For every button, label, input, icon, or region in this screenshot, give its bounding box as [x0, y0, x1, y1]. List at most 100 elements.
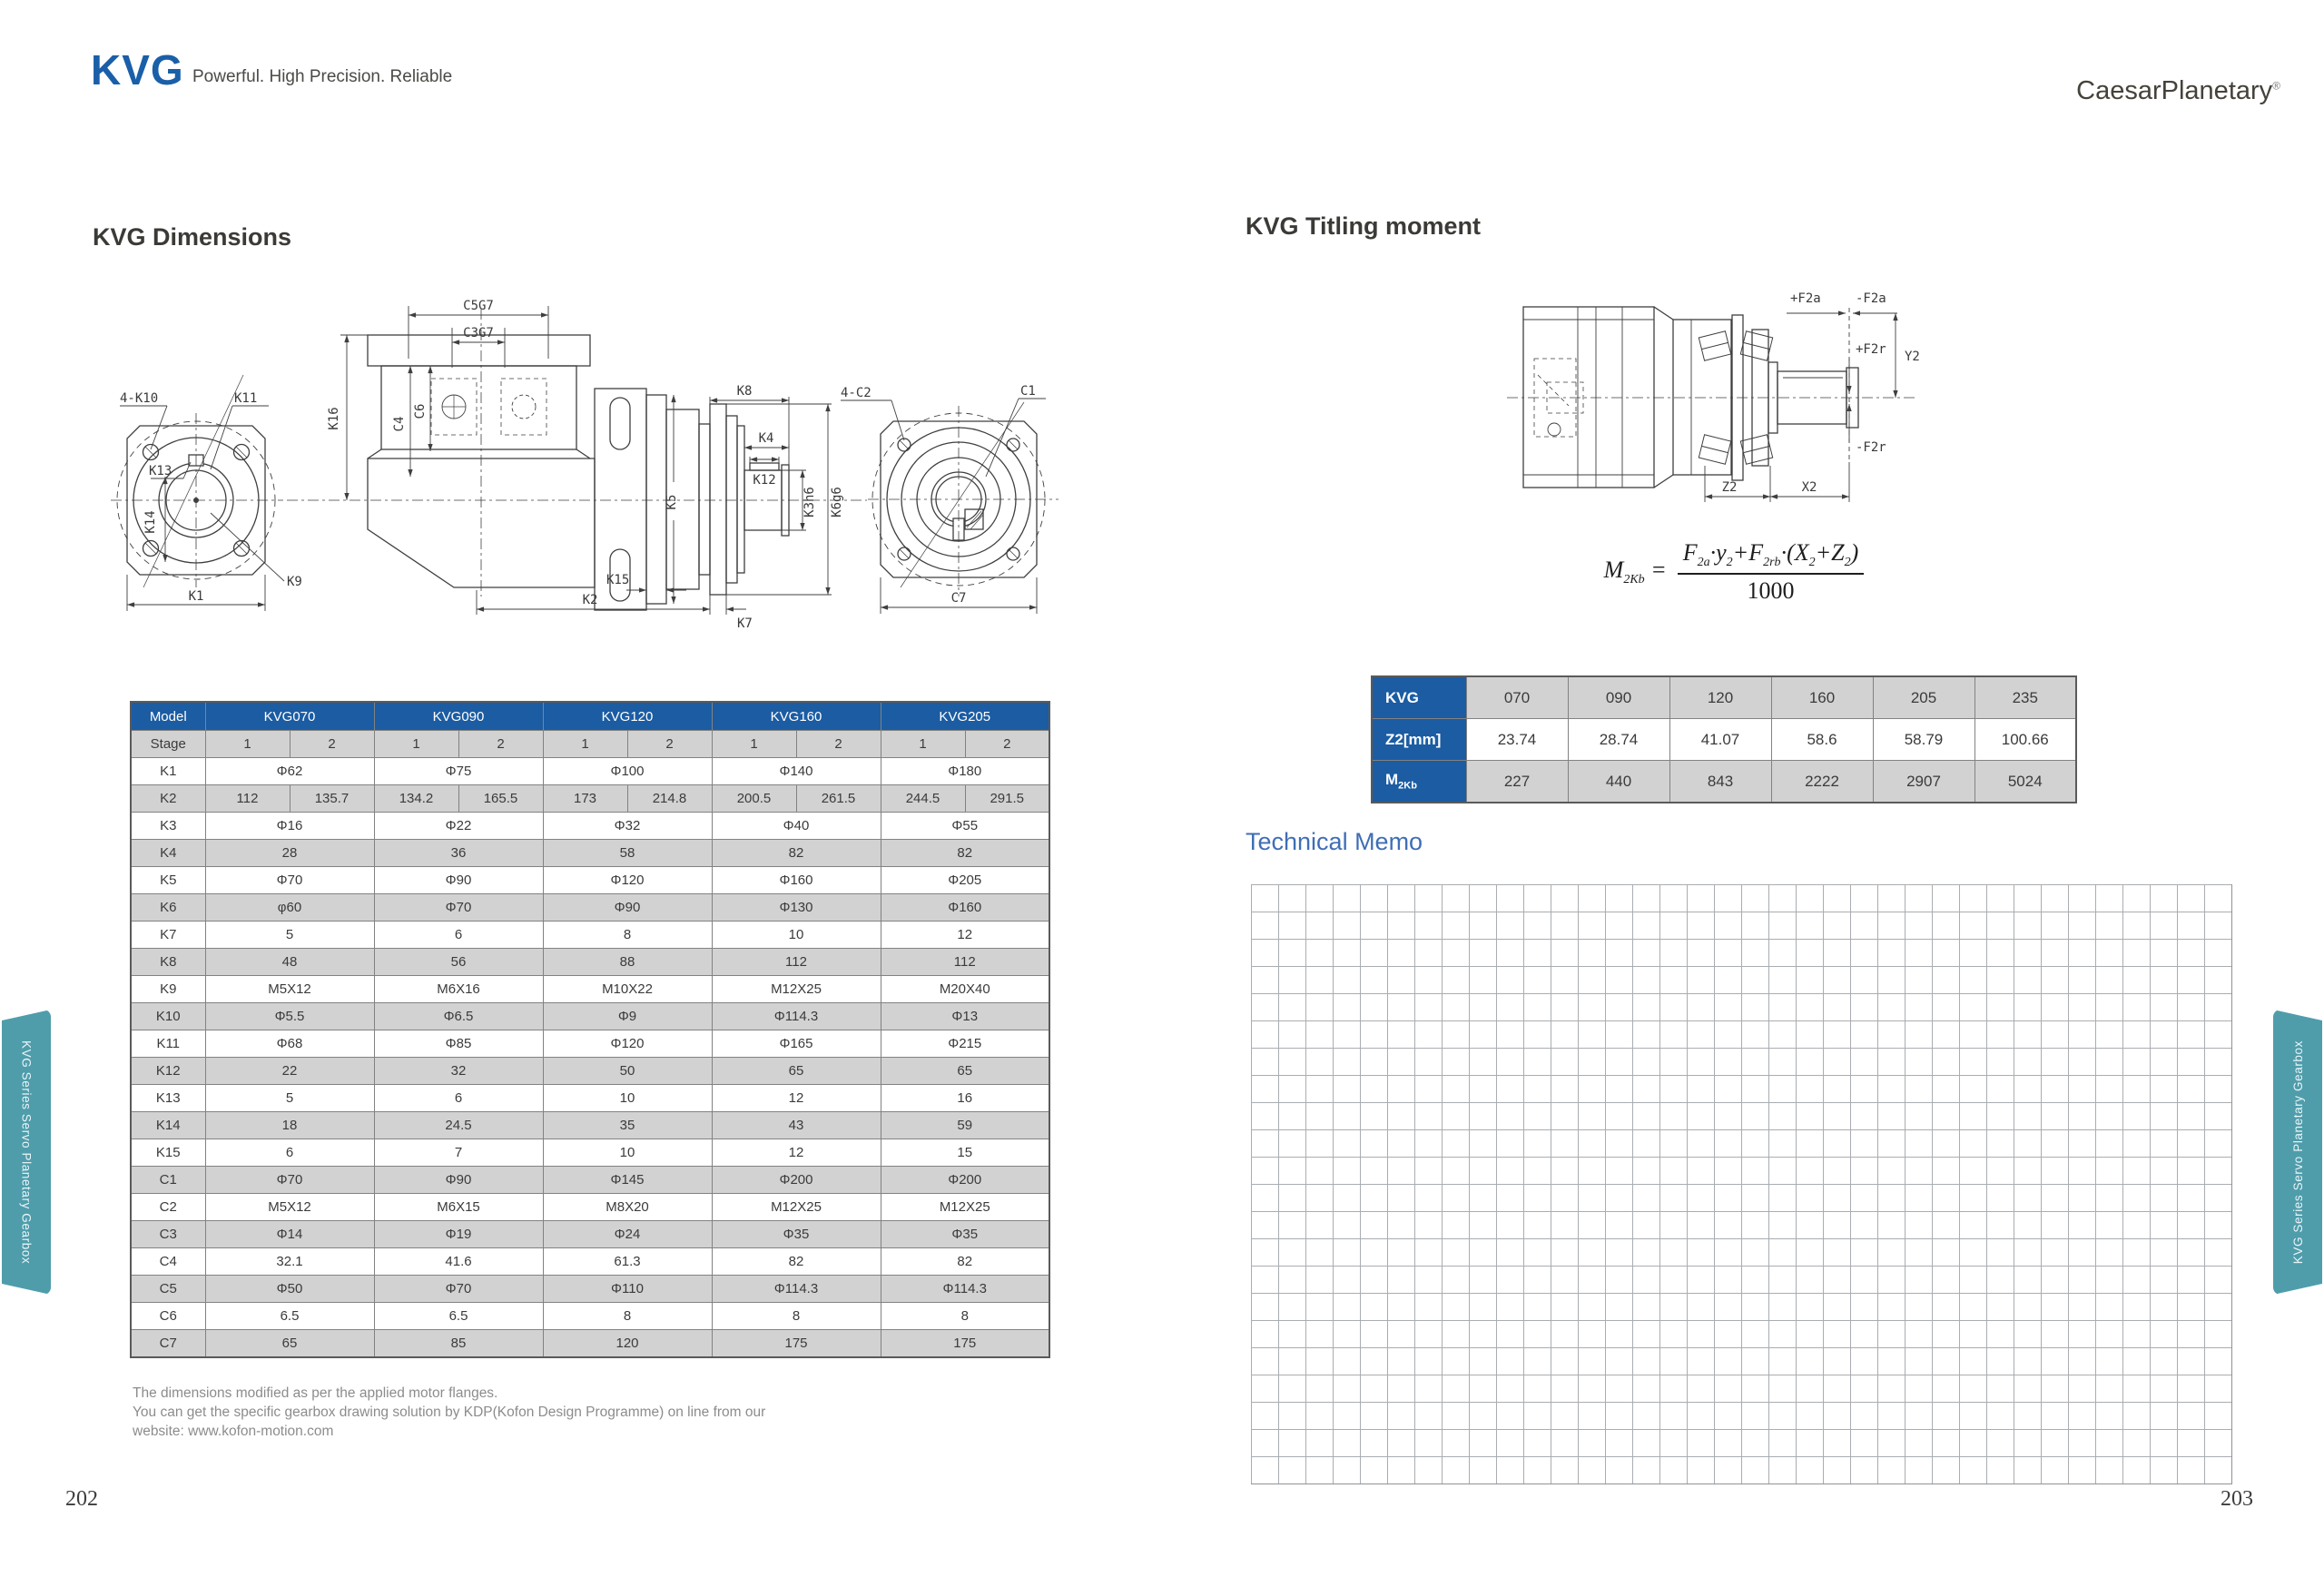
dimension-cell: 32.1: [204, 1247, 375, 1276]
dimension-cell: Φ62: [204, 757, 375, 785]
dimension-cell: 175: [711, 1329, 881, 1358]
formula-denominator: 1000: [1747, 577, 1795, 605]
dim-label-k7: K7: [737, 616, 753, 631]
column-header: KVG070: [204, 701, 375, 731]
column-header: KVG205: [880, 701, 1050, 731]
memo-section-title: Technical Memo: [1246, 828, 1423, 855]
dimension-cell: Φ22: [373, 812, 544, 840]
page-logo: KVG: [91, 46, 184, 94]
dimension-cell: Φ100: [542, 757, 713, 785]
dimension-cell: M20X40: [880, 975, 1050, 1003]
dimension-cell: 35: [542, 1111, 713, 1139]
value-cell: 5024: [1974, 760, 2077, 803]
row-label: C7: [130, 1329, 206, 1358]
row-label: C3: [130, 1220, 206, 1248]
dimension-cell: 214.8: [626, 784, 713, 813]
dimension-cell: M5X12: [204, 1193, 375, 1221]
dimension-cell: Φ70: [204, 1166, 375, 1194]
dimension-cell: 65: [711, 1057, 881, 1085]
stage-cell: 1: [204, 730, 290, 758]
technical-memo-grid: [1251, 884, 2232, 1484]
dim-label-k9: K9: [287, 575, 302, 589]
dimension-cell: Φ114.3: [880, 1275, 1050, 1303]
row-label: KVG: [1371, 675, 1467, 719]
value-cell: 23.74: [1465, 718, 1569, 761]
tilting-moment-drawing: +F2a -F2a +F2r -F2r Y2 Z2 X2: [1507, 291, 1920, 502]
dimension-cell: Φ16: [204, 812, 375, 840]
page-number-right: 203: [2221, 1487, 2253, 1511]
dimension-cell: 22: [204, 1057, 375, 1085]
dim-label-4c2: 4-C2: [841, 386, 872, 400]
dimension-cell: 50: [542, 1057, 713, 1085]
dimension-cell: Φ9: [542, 1002, 713, 1030]
dimension-cell: φ60: [204, 893, 375, 922]
stage-cell: 1: [373, 730, 459, 758]
dimension-cell: 10: [711, 921, 881, 949]
row-label: K3: [130, 812, 206, 840]
column-header: KVG090: [373, 701, 544, 731]
formula-fraction: F2a·y2+F2rb·(X2+Z2) 1000: [1677, 539, 1865, 605]
value-cell: 2222: [1770, 760, 1874, 803]
side-tab-label: KVG Series Servo Planetary Gearbox: [2290, 1040, 2305, 1265]
value-cell: 100.66: [1974, 718, 2077, 761]
formula-numerator: F2a·y2+F2rb·(X2+Z2): [1677, 539, 1865, 576]
stage-cell: 2: [626, 730, 713, 758]
value-cell: 120: [1669, 675, 1772, 719]
dimension-cell: 28: [204, 839, 375, 867]
dimension-cell: Φ130: [711, 893, 881, 922]
dimension-cell: 8: [711, 1302, 881, 1330]
dimension-cell: 24.5: [373, 1111, 544, 1139]
dimension-cell: M12X25: [711, 1193, 881, 1221]
dimension-cell: 8: [542, 1302, 713, 1330]
value-cell: 090: [1567, 675, 1670, 719]
dimension-cell: 244.5: [880, 784, 966, 813]
dimension-cell: Φ85: [373, 1030, 544, 1058]
row-label: C2: [130, 1193, 206, 1221]
footnote-line: The dimensions modified as per the appli…: [133, 1385, 498, 1401]
stage-cell: 1: [542, 730, 628, 758]
dim-label-k12: K12: [753, 473, 775, 488]
dimensions-drawing: 4-K10 K11 K13 K14 K9 K1 C5G7 C3G7 C4 C6 …: [111, 299, 1059, 631]
dimension-cell: 6: [373, 1084, 544, 1112]
dimension-cell: 58: [542, 839, 713, 867]
tilting-section-title: KVG Titling moment: [1246, 212, 1482, 240]
side-tab-left: KVG Series Servo Planetary Gearbox: [2, 1010, 51, 1295]
row-label: Z2[mm]: [1371, 718, 1467, 761]
dimension-cell: 7: [373, 1138, 544, 1167]
row-label: K8: [130, 948, 206, 976]
dimension-cell: Φ120: [542, 1030, 713, 1058]
dimension-cell: 16: [880, 1084, 1050, 1112]
dim-label-k4: K4: [759, 431, 774, 446]
row-label: C5: [130, 1275, 206, 1303]
value-cell: 28.74: [1567, 718, 1670, 761]
dimension-cell: 5: [204, 1084, 375, 1112]
dim-label-k15: K15: [606, 573, 629, 587]
dimension-cell: 134.2: [373, 784, 459, 813]
dimension-cell: Φ70: [204, 866, 375, 894]
dimension-cell: 59: [880, 1111, 1050, 1139]
stage-cell: 1: [880, 730, 966, 758]
dim-label-c6: C6: [413, 404, 428, 419]
row-label: K13: [130, 1084, 206, 1112]
row-label: K6: [130, 893, 206, 922]
dimension-cell: 12: [880, 921, 1050, 949]
footnotes: The dimensions modified as per the appli…: [133, 1384, 765, 1441]
